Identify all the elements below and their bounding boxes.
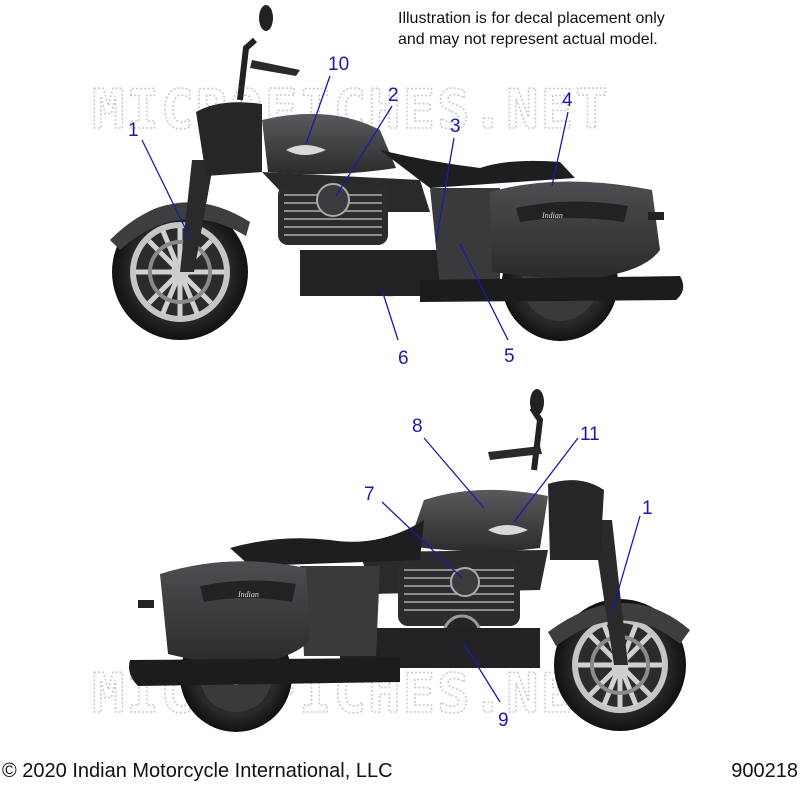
svg-text:4: 4: [562, 90, 573, 111]
svg-text:2: 2: [388, 85, 399, 106]
svg-text:8: 8: [412, 416, 423, 437]
svg-text:6: 6: [398, 348, 409, 369]
saddlebag-bottom: Indian: [160, 561, 310, 666]
svg-text:10: 10: [328, 54, 349, 75]
motorcycle-bottom: Indian: [129, 389, 690, 732]
callouts-bottom: 8 11 7 1 9: [364, 416, 653, 731]
placement-note: Illustration is for decal placement only…: [398, 8, 665, 50]
callouts-top: 1 10 2 3 4 6 5: [128, 54, 573, 369]
diagram-code: 900218: [731, 760, 798, 782]
svg-text:1: 1: [642, 498, 653, 519]
motorcycle-top: Indian: [110, 5, 684, 341]
svg-text:7: 7: [364, 484, 375, 505]
callout-4: 4: [551, 90, 573, 187]
brand-badge-bottom: Indian: [237, 590, 259, 599]
callout-7: 7: [364, 484, 463, 579]
callout-3: 3: [435, 116, 461, 243]
callout-9: 9: [463, 643, 509, 731]
svg-text:3: 3: [450, 116, 461, 137]
svg-text:9: 9: [498, 710, 509, 731]
placement-note-line-1: Illustration is for decal placement only: [398, 10, 665, 27]
saddlebag-top: Indian: [490, 181, 660, 280]
svg-text:5: 5: [504, 346, 515, 367]
svg-text:11: 11: [580, 424, 600, 445]
brand-badge-top: Indian: [541, 211, 563, 220]
callout-1-bottom: 1: [611, 498, 653, 613]
callout-6: 6: [381, 289, 409, 369]
callout-11: 11: [513, 424, 600, 523]
engine-bottom: [340, 560, 540, 668]
placement-note-line-2: and may not represent actual model.: [398, 31, 658, 48]
callout-5: 5: [459, 243, 515, 367]
callout-1-top: 1: [128, 120, 191, 239]
callout-8: 8: [412, 416, 485, 509]
svg-text:1: 1: [128, 120, 139, 141]
callout-2: 2: [335, 85, 399, 197]
callout-10: 10: [305, 54, 349, 145]
copyright-text: © 2020 Indian Motorcycle International, …: [2, 760, 393, 782]
